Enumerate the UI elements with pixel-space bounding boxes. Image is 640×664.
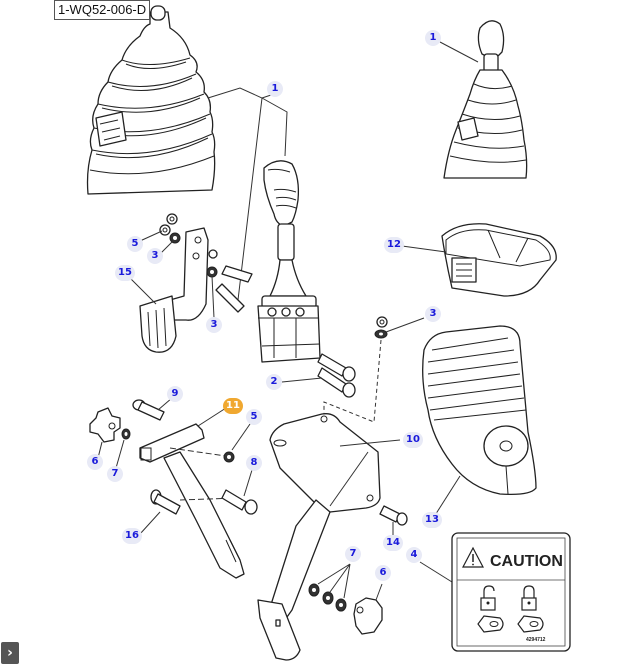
washer[interactable]: [166, 213, 178, 225]
callout-5[interactable]: 5: [246, 409, 262, 425]
mounting-bracket[interactable]: [139, 227, 209, 353]
diagram-reference-code: 1-WQ52-006-D: [54, 0, 151, 20]
nut[interactable]: [223, 451, 235, 463]
support-arm[interactable]: [139, 423, 245, 579]
callout-3[interactable]: 3: [206, 317, 222, 333]
callout-12[interactable]: 12: [384, 237, 404, 253]
joystick-with-boot[interactable]: [443, 20, 528, 179]
caution-decal[interactable]: CAUTION 4294712: [451, 532, 571, 652]
latch-icon: [517, 615, 544, 633]
callout-7[interactable]: 7: [107, 466, 123, 482]
callout-11-highlighted[interactable]: 11: [223, 398, 243, 414]
bolt[interactable]: [317, 367, 356, 398]
washer[interactable]: [206, 266, 218, 278]
washer[interactable]: [374, 329, 388, 339]
callout-3[interactable]: 3: [147, 248, 163, 264]
callout-14[interactable]: 14: [383, 535, 403, 551]
callout-4[interactable]: 4: [406, 547, 422, 563]
bolt[interactable]: [150, 489, 181, 515]
caution-title: CAUTION: [490, 553, 563, 570]
bolt[interactable]: [379, 505, 408, 526]
decal-part-number: 4294712: [526, 637, 546, 643]
callout-8[interactable]: 8: [246, 455, 262, 471]
callout-6[interactable]: 6: [375, 565, 391, 581]
bellows-cover[interactable]: [422, 325, 537, 496]
console-tray[interactable]: [441, 223, 557, 297]
star-knob[interactable]: [89, 407, 121, 443]
callout-13[interactable]: 13: [422, 512, 442, 528]
callout-3[interactable]: 3: [425, 306, 441, 322]
bolt[interactable]: [221, 489, 258, 515]
expand-panel-button[interactable]: ›: [1, 642, 19, 664]
washer[interactable]: [322, 591, 334, 605]
callout-16[interactable]: 16: [122, 528, 142, 544]
pin[interactable]: [215, 283, 245, 313]
pin[interactable]: [221, 265, 253, 283]
joystick-boot-large[interactable]: [86, 5, 216, 195]
callout-1[interactable]: 1: [267, 81, 283, 97]
callout-5[interactable]: 5: [127, 236, 143, 252]
locked-padlock-icon: [521, 585, 537, 611]
latch-icon: [477, 615, 504, 633]
nut[interactable]: [159, 224, 171, 236]
washer[interactable]: [169, 232, 181, 244]
bolt[interactable]: [132, 399, 165, 421]
bolt[interactable]: [317, 353, 356, 382]
warning-triangle-icon: [462, 546, 484, 568]
callout-6[interactable]: 6: [87, 454, 103, 470]
star-knob[interactable]: [353, 597, 383, 635]
nut[interactable]: [376, 316, 388, 328]
mounting-plate[interactable]: [257, 413, 381, 661]
callout-15[interactable]: 15: [115, 265, 135, 281]
washer[interactable]: [308, 583, 320, 597]
washer[interactable]: [121, 428, 131, 440]
callout-7[interactable]: 7: [345, 546, 361, 562]
washer[interactable]: [335, 598, 347, 612]
callout-2[interactable]: 2: [266, 374, 282, 390]
callout-9[interactable]: 9: [167, 386, 183, 402]
chevron-right-icon: ›: [7, 645, 13, 661]
joystick-assembly[interactable]: [257, 160, 321, 363]
callout-10[interactable]: 10: [403, 432, 423, 448]
unlocked-padlock-icon: [480, 585, 496, 611]
washer[interactable]: [208, 249, 218, 259]
callout-1[interactable]: 1: [425, 30, 441, 46]
